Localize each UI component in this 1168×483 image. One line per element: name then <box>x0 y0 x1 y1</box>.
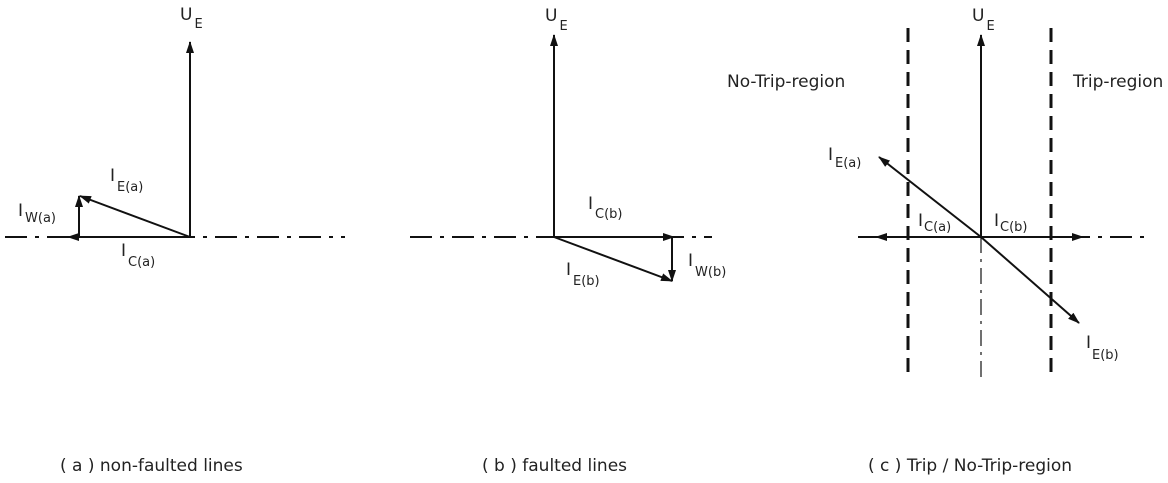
panel-b: UE IC(b) IE(b) IW(b) ( b ) faulted lines <box>410 6 726 476</box>
panel-c-ieb-label: IE(b) <box>1086 333 1119 363</box>
panel-a-ie-vector <box>79 195 191 238</box>
panel-c-ica-label: IC(a) <box>918 211 951 235</box>
panel-a-ie-label: IE(a) <box>110 166 143 195</box>
panel-c-icb-label: IC(b) <box>994 211 1028 235</box>
panel-a-ic-label: IC(a) <box>121 241 155 270</box>
panel-c-caption: ( c ) Trip / No-Trip-region <box>868 456 1072 476</box>
panel-b-caption: ( b ) faulted lines <box>482 456 627 476</box>
panel-b-iw-label: IW(b) <box>688 251 726 280</box>
panel-a-caption: ( a ) non-faulted lines <box>60 456 243 476</box>
panel-c-iea-vector <box>878 156 982 238</box>
panel-b-ic-label: IC(b) <box>588 194 623 222</box>
panel-c-trip-label: Trip-region <box>1072 72 1163 92</box>
panel-c-ue-label: UE <box>972 6 995 34</box>
panel-c-no-trip-label: No-Trip-region <box>727 72 845 92</box>
panel-c-ieb-vector <box>980 236 1080 324</box>
panel-b-ue-label: UE <box>545 6 568 34</box>
panel-b-ie-label: IE(b) <box>566 260 600 289</box>
panel-b-ie-vector <box>553 236 673 282</box>
